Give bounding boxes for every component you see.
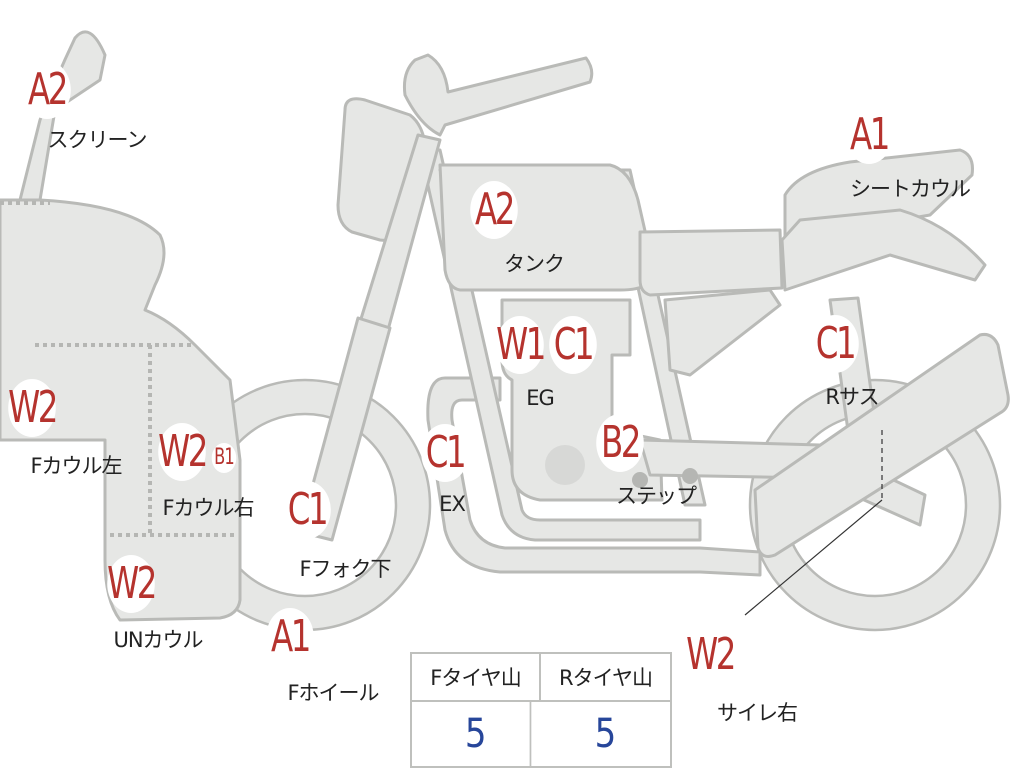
- exhaust-label: EX: [439, 492, 466, 516]
- f-fork-lower-badge[interactable]: C1: [283, 481, 331, 539]
- seat-cowl-label: シートカウル: [850, 177, 971, 201]
- front-cowl-shape: [0, 198, 242, 622]
- rear-sus-badge[interactable]: C1: [811, 315, 859, 373]
- step-badge[interactable]: B2: [596, 414, 644, 472]
- rear-tire-value: 5: [594, 711, 617, 757]
- seat-cowl-badge[interactable]: A1: [845, 106, 893, 164]
- exhaust-badge[interactable]: C1: [421, 424, 469, 482]
- tank-badge[interactable]: A2: [470, 181, 518, 239]
- f-cowl-left-badge[interactable]: W2: [8, 379, 58, 437]
- tire-tread-table: Fタイヤ山 Rタイヤ山 5 5: [410, 652, 672, 768]
- tank-label: タンク: [504, 252, 565, 276]
- rear-tire-header: Rタイヤ山: [541, 654, 670, 702]
- under-cowl-label: UNカウル: [113, 628, 203, 652]
- exhaust-pipe-shape: [426, 376, 762, 577]
- f-wheel-badge[interactable]: A1: [266, 608, 314, 666]
- f-cowl-left-label: Fカウル左: [30, 454, 122, 478]
- silencer-shape: [753, 333, 1010, 558]
- f-cowl-right-label: Fカウル右: [162, 496, 254, 520]
- front-tire-value: 5: [422, 702, 532, 766]
- engine-c-badge[interactable]: C1: [549, 316, 597, 374]
- under-cowl-badge[interactable]: W2: [107, 555, 157, 613]
- step-label: ステップ: [616, 484, 697, 508]
- frame-shape: [418, 148, 702, 542]
- silencer-right-badge[interactable]: W2: [686, 626, 736, 684]
- windscreen-shape: [18, 30, 107, 202]
- front-tire-header: Fタイヤ山: [412, 654, 541, 702]
- f-fork-lower-label: Fフォク下: [299, 557, 391, 581]
- silencer-right-label: サイレ右: [717, 701, 798, 725]
- f-cowl-right-w-badge[interactable]: W2: [158, 423, 208, 481]
- engine-w-badge[interactable]: W1: [496, 316, 546, 374]
- f-wheel-label: Fホイール: [287, 681, 379, 705]
- screen-badge[interactable]: A2: [23, 61, 71, 119]
- handlebar-shape: [403, 53, 594, 137]
- f-cowl-right-b-badge[interactable]: B1: [211, 443, 237, 473]
- seat-shape: [638, 228, 784, 297]
- screen-label: スクリーン: [47, 128, 148, 152]
- rear-sus-label: Rサス: [825, 385, 879, 409]
- engine-label: EG: [526, 386, 555, 410]
